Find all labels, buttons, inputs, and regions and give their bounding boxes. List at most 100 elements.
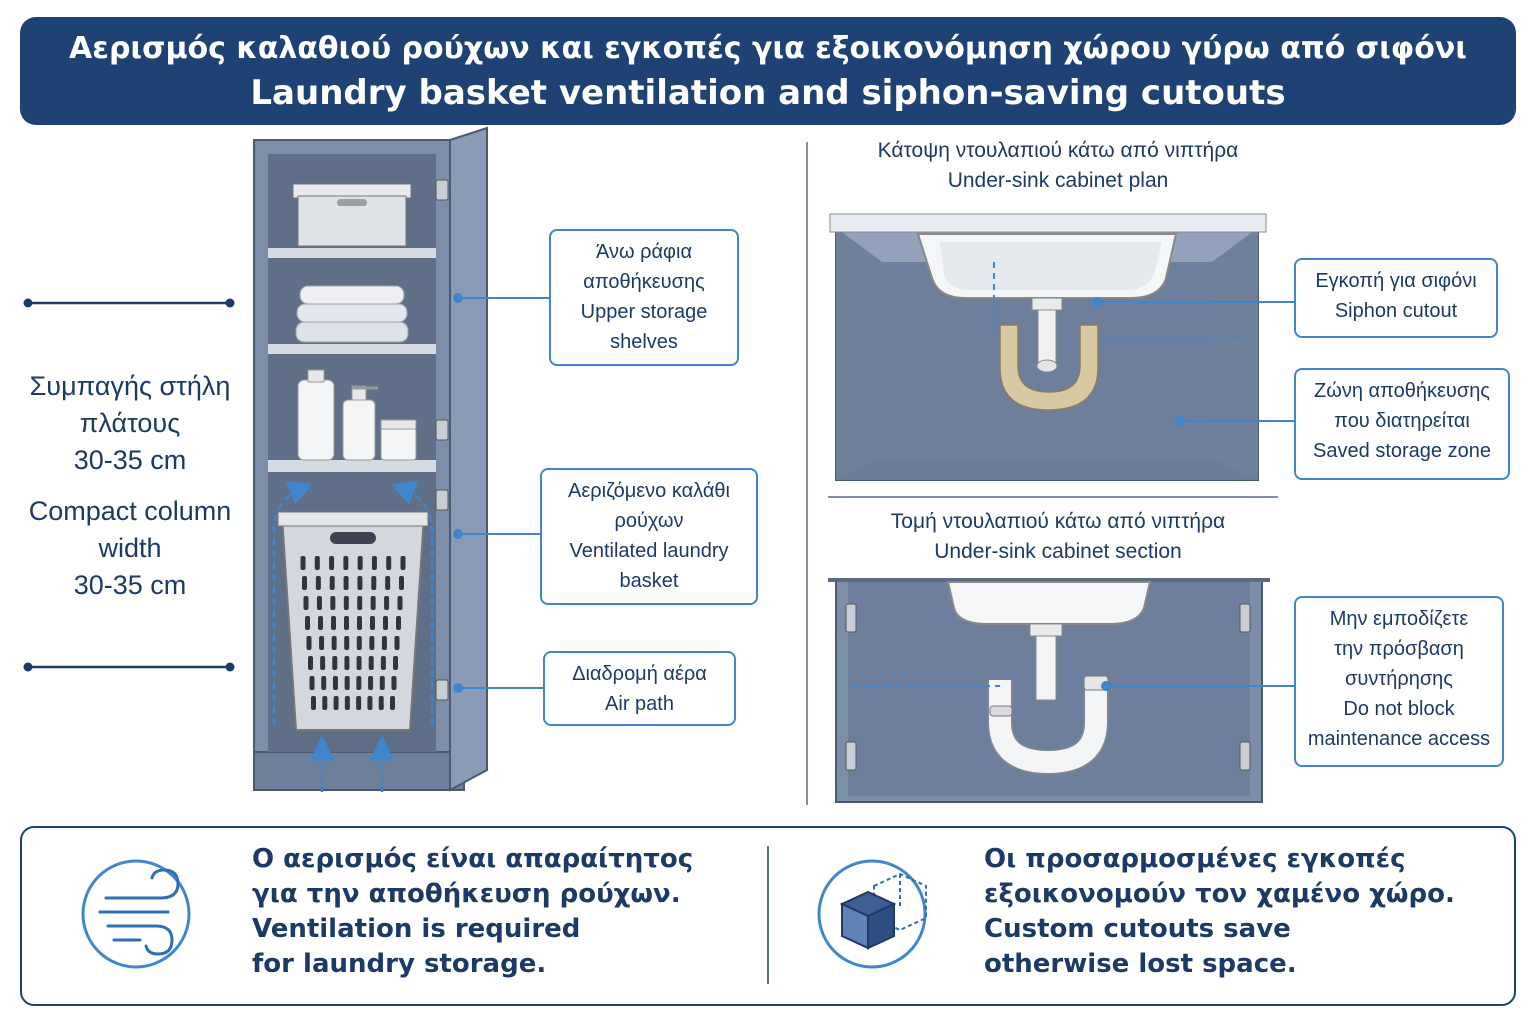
basket-hole [396,616,401,630]
column-width-greek-line3: 30-35 cm [73,445,187,475]
callout-upper-shelves-greek-2: αποθήκευσης [583,271,705,293]
basket-hole [357,596,363,610]
basket-hole [400,556,406,570]
section-title-greek: Τομή ντουλαπιού κάτω από νιπτήρα [890,510,1226,533]
basket-hole [397,596,403,610]
basket-hole [391,676,397,690]
basket-hole [303,596,309,610]
callout-basket-greek-2: ρούχων [614,510,684,532]
callout-maintenance-english-1: Do not block [1343,698,1455,720]
basket-hole [379,676,385,690]
air-path-lines [272,480,434,792]
section-title: Τομή ντουλαπιού κάτω από νιπτήρα Under-s… [808,507,1308,567]
basket-hole [329,556,335,570]
callout-maintenance-greek-1: Μην εμποδίζετε [1329,608,1469,630]
basket-hole [332,656,338,670]
callout-siphon-english: Siphon cutout [1334,300,1458,322]
basket-hole [319,636,325,650]
basket-hole [315,576,321,590]
basket-hole [321,676,327,690]
basket-hole [383,616,388,630]
callout-air-path-greek: Διαδρομή αέρα [572,663,707,685]
basket-hole [344,696,350,710]
callout-maintenance-english-2: maintenance access [1307,728,1491,750]
detergent-bottles [297,369,417,461]
basket-hole [356,696,362,710]
basket-hole [368,656,374,670]
column-width-english-line1: Compact column [28,496,232,526]
footer-right-greek-1: Οι προσαρμοσμένες εγκοπές [984,844,1406,874]
plan-title-greek: Κάτοψη ντουλαπιού κάτω από νιπτήρα [877,139,1239,162]
basket-hole [357,616,362,630]
basket-hole [344,676,350,690]
basket-hole [305,616,310,630]
basket-hole [302,576,307,590]
footer-cutouts-note: Οι προσαρμοσμένες εγκοπές εξοικονομούν τ… [984,842,1455,982]
column-width-english-line2: width [98,533,162,563]
footer-right-greek-2: εξοικονομούν τον χαμένο χώρο. [984,879,1455,909]
footer-ventilation-note: Ο αερισμός είναι απαραίτητος για την απο… [252,842,693,982]
basket-hole [370,616,375,630]
cube-icon [817,859,927,969]
basket-hole [308,656,313,670]
footer-right-english-2: otherwise lost space. [984,949,1297,979]
basket-hole [399,576,404,590]
plan-cabinet [829,213,1267,481]
basket-hole [333,696,339,710]
basket-hole [343,556,349,570]
basket-hole [318,616,323,630]
basket-hole [343,596,349,610]
callout-maintenance-greek-2: την πρόσβαση [1334,638,1464,660]
basket-hole [371,576,377,590]
column-width-label-greek: Συμπαγής στήλη πλάτους 30-35 cm [10,368,250,479]
callout-siphon-cutout: Εγκοπή για σιφόνι Siphon cutout [1294,258,1498,338]
footer-left-english-1: Ventilation is required [252,914,581,944]
column-width-label-english: Compact column width 30-35 cm [10,493,250,604]
basket-hole [306,636,312,650]
basket-ventilation-holes [300,556,406,710]
header-banner: Αερισμός καλαθιού ρούχων και εγκοπές για… [20,17,1516,125]
footer-left-greek-1: Ο αερισμός είναι απαραίτητος [252,844,694,874]
width-dimension-lines [23,298,235,672]
callout-upper-shelves-english-2: shelves [610,331,678,353]
basket-hole [311,696,316,710]
basket-hole [370,596,376,610]
basket-hole [380,656,386,670]
basket-hole [381,636,387,650]
callout-basket-english-1: Ventilated laundry [569,540,729,562]
section-callout-connectors [1101,681,1294,691]
basket-hole [331,636,337,650]
basket-hole [343,576,349,590]
basket-hole [314,556,320,570]
header-title-greek: Αερισμός καλαθιού ρούχων και εγκοπές για… [69,31,1467,66]
callout-saved-storage: Ζώνη αποθήκευσης που διατηρείται Saved s… [1294,368,1510,480]
storage-box [292,183,412,247]
callout-siphon-greek: Εγκοπή για σιφόνι [1315,270,1477,292]
basket-hole [357,556,363,570]
basket-hole [329,576,335,590]
basket-hole [385,576,391,590]
basket-hole [322,696,328,710]
basket-hole [309,676,315,690]
basket-hole [344,616,349,630]
basket-hole [330,596,336,610]
basket-hole [367,696,373,710]
basket-hole [344,636,350,650]
basket-hole [356,676,362,690]
header-title-english: Laundry basket ventilation and siphon-sa… [250,73,1286,113]
callout-maintenance-greek-3: συντήρησης [1345,668,1453,690]
basket-hole [320,656,326,670]
callout-basket-greek-1: Αεριζόμενο καλάθι [568,480,730,502]
callout-saved-storage-greek-2: που διατηρείται [1334,410,1470,432]
column-width-english-line3: 30-35 cm [73,570,187,600]
callout-basket-english-2: basket [619,570,679,592]
basket-hole [371,556,377,570]
basket-hole [357,576,363,590]
folded-towels [295,285,409,343]
callout-upper-shelves-english-1: Upper storage [580,301,708,323]
section-title-english: Under-sink cabinet section [934,540,1182,563]
callout-upper-shelves: Άνω ράφια αποθήκευσης Upper storage shel… [549,229,739,366]
column-width-greek-line2: πλάτους [79,408,181,438]
basket-hole [369,636,375,650]
